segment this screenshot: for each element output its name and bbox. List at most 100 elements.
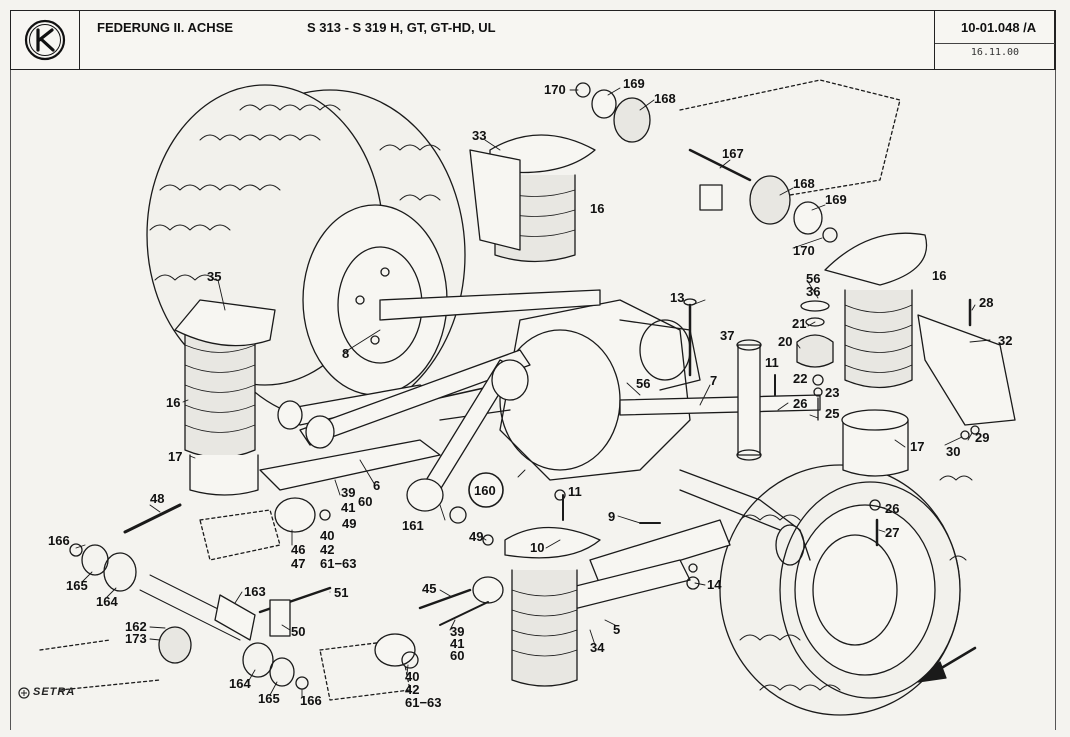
callout-label: 40 [405, 669, 419, 684]
callout-label: 26 [885, 501, 899, 516]
callout-label: 36 [806, 284, 820, 299]
stabilizer-bolt-167 [688, 148, 752, 182]
air-spring-left [174, 299, 276, 496]
page-title: FEDERUNG II. ACHSE [97, 20, 234, 35]
shock-absorber [736, 339, 762, 461]
doc-number-cell: 10-01.048 /A 16.11.00 [935, 11, 1055, 69]
callout-label: 60 [450, 648, 464, 663]
callout-label: 50 [291, 624, 305, 639]
long-bolt [683, 298, 697, 377]
right-fasteners [562, 298, 980, 590]
callout-label: 10 [530, 540, 544, 555]
callout-label: 17 [910, 439, 924, 454]
callout-label: 48 [150, 491, 164, 506]
plate-32 [917, 314, 1016, 426]
callout-label: 13 [670, 290, 684, 305]
air-spring-right [824, 232, 928, 477]
callout-label: 7 [710, 373, 717, 388]
callout-label: 42 [405, 682, 419, 697]
callout-label: 42 [320, 542, 334, 557]
callout-label: 165 [66, 578, 88, 593]
callout-label: 27 [885, 525, 899, 540]
right-tire [719, 464, 973, 716]
callout-label: 11 [765, 355, 779, 370]
logo-cell [11, 11, 80, 69]
callout-label: 167 [722, 146, 744, 161]
callout-label: 168 [793, 176, 815, 191]
callout-label: 166 [300, 693, 322, 708]
callout-label: 56 [636, 376, 650, 391]
callout-label: 166 [48, 533, 70, 548]
callout-label: 17 [168, 449, 182, 464]
callout-label: 169 [825, 192, 847, 207]
callout-label: 170 [793, 243, 815, 258]
callout-label: 40 [320, 528, 334, 543]
callout-label: 41 [341, 500, 355, 515]
k-logo-icon [24, 19, 66, 61]
callout-label: 173 [125, 631, 147, 646]
callout-labels: 170 169 168 33 16 167 168 169 170 56 36 … [48, 76, 1012, 710]
callout-label: 165 [258, 691, 280, 706]
callout-label: 34 [590, 640, 605, 655]
callout-label: 169 [623, 76, 645, 91]
callout-label: 46 [291, 542, 305, 557]
callout-label: 49 [342, 516, 356, 531]
callout-label: 9 [608, 509, 615, 524]
rubber-buffer-stack [796, 300, 834, 421]
callout-label: 61−63 [405, 695, 442, 710]
doc-date: 16.11.00 [970, 47, 1020, 58]
link-bushings [274, 359, 566, 533]
callout-label: 23 [825, 385, 839, 400]
callout-label: 28 [979, 295, 993, 310]
callout-label: 25 [825, 406, 839, 421]
callout-label: 164 [229, 676, 251, 691]
doc-number-divider [935, 43, 1055, 44]
callout-label: 39 [341, 485, 355, 500]
callout-label: 164 [96, 594, 118, 609]
callout-label: 162 [125, 619, 147, 634]
callout-label: 160 [474, 483, 496, 498]
leader-lines [75, 87, 991, 698]
callout-label: 16 [166, 395, 180, 410]
callout-160-ring [468, 472, 504, 508]
callout-label: 61−63 [320, 556, 357, 571]
callout-label: 8 [342, 346, 349, 361]
air-spring-bottom [504, 526, 601, 687]
callout-label: 30 [946, 444, 960, 459]
title-block: FEDERUNG II. ACHSE S 313 - S 319 H, GT, … [10, 10, 1056, 70]
callout-label: 21 [792, 316, 806, 331]
callout-label: 41 [450, 636, 464, 651]
callout-label: 33 [472, 128, 486, 143]
callout-label: 16 [932, 268, 946, 283]
direction-arrow-icon [917, 646, 977, 683]
callout-label: 163 [244, 584, 266, 599]
callout-label: 161 [402, 518, 424, 533]
callout-label: 168 [654, 91, 676, 106]
callout-label: 49 [469, 529, 483, 544]
callout-label: 14 [707, 577, 722, 592]
model-range: S 313 - S 319 H, GT, GT-HD, UL [307, 20, 496, 35]
callout-label: 11 [568, 484, 582, 499]
callout-label: 45 [422, 581, 436, 596]
top-bushings [575, 82, 838, 243]
brand-wordmark: SETRA [33, 686, 76, 698]
callout-label: 26 [793, 396, 807, 411]
callout-label: 5 [613, 622, 620, 637]
callout-label: 39 [450, 624, 464, 639]
callout-label: 20 [778, 334, 792, 349]
callout-label: 16 [590, 201, 604, 216]
callout-label: 56 [806, 271, 820, 286]
setra-logo-icon [18, 687, 30, 699]
callout-label: 29 [975, 430, 989, 445]
doc-number: 10-01.048 /A [961, 20, 1037, 35]
callout-label: 47 [291, 556, 305, 571]
air-spring-top [469, 134, 596, 263]
callout-label: 6 [373, 478, 380, 493]
frame-rail-outline [679, 79, 901, 201]
callout-label: 170 [544, 82, 566, 97]
title-cell: FEDERUNG II. ACHSE S 313 - S 319 H, GT, … [80, 11, 935, 69]
callout-label: 32 [998, 333, 1012, 348]
callout-label: 60 [358, 494, 372, 509]
